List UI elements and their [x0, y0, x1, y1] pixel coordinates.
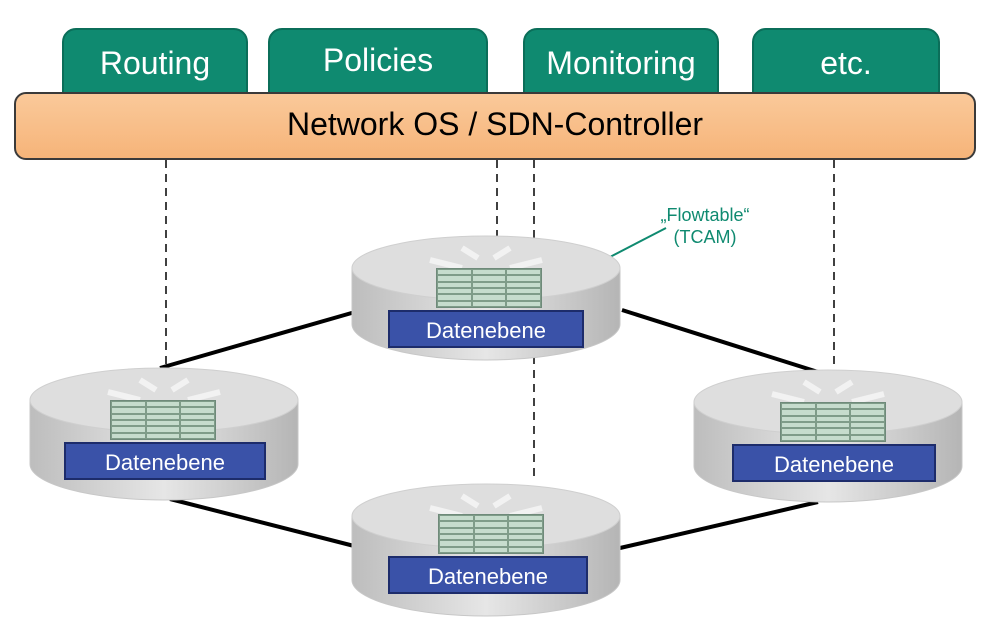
router-bottom: Datenebene — [350, 480, 622, 617]
data-link-left-bottom — [169, 497, 363, 550]
data-plane-left: Datenebene — [64, 442, 266, 480]
data-plane-bottom-label: Datenebene — [428, 564, 548, 589]
data-link-bottom-right — [619, 500, 819, 550]
data-plane-bottom: Datenebene — [388, 556, 588, 594]
data-link-left-top — [159, 308, 363, 370]
flowtable-left — [110, 400, 216, 440]
app-routing-label: Routing — [99, 45, 211, 81]
router-top: Datenebene — [350, 232, 622, 368]
data-plane-right-label: Datenebene — [774, 452, 894, 477]
flowtable-annotation: „Flowtable“ (TCAM) — [640, 204, 770, 248]
app-policies-label: Policies — [322, 42, 434, 78]
controller-label: Network OS / SDN-Controller — [286, 106, 704, 142]
data-plane-left-label: Datenebene — [105, 450, 225, 475]
data-link-top-right — [621, 308, 819, 374]
data-plane-right: Datenebene — [732, 444, 936, 482]
annotation-line-1: „Flowtable“ — [660, 205, 750, 225]
flowtable-right — [780, 402, 886, 442]
router-left: Datenebene — [28, 364, 300, 501]
data-plane-top: Datenebene — [388, 310, 584, 348]
flowtable-top — [436, 268, 542, 308]
sdn-controller-bar: Network OS / SDN-Controller — [14, 92, 976, 160]
router-right: Datenebene — [692, 366, 964, 503]
app-monitoring-label: Monitoring — [546, 45, 696, 81]
annotation-line-2: (TCAM) — [673, 227, 737, 247]
app-etc-label: etc. — [820, 45, 872, 81]
data-plane-top-label: Datenebene — [426, 318, 546, 343]
flowtable-bottom — [438, 514, 544, 554]
